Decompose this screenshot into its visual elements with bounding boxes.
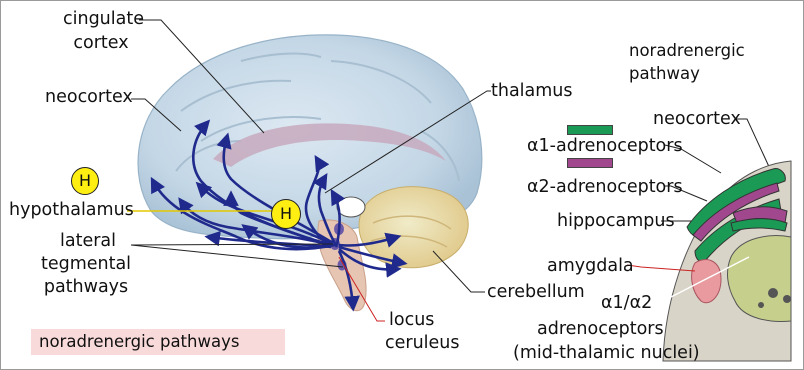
label-thalamus: thalamus (491, 81, 573, 101)
inset-title-noradrenergic: noradrenergic (629, 41, 745, 61)
inset-label-amygdala: amygdala (547, 256, 634, 276)
label-lateral: lateral (45, 231, 131, 251)
hypothalamus-symbol-badge: H (71, 167, 99, 195)
label-locus: locus (389, 310, 434, 330)
label-neocortex: neocortex (45, 87, 133, 107)
inset-label-adrenoceptors: adrenoceptors (537, 319, 664, 339)
inset-label-mid-thalamic: (mid-thalamic nuclei) (513, 343, 700, 363)
label-tegmental: tegmental (37, 254, 135, 274)
hypothalamus-marker-badge: H (271, 199, 301, 229)
thalamus-region (337, 197, 365, 217)
label-cerebellum: cerebellum (487, 282, 585, 302)
inset-title-pathway: pathway (629, 64, 700, 84)
inset-label-alpha12: α1/α2 (601, 293, 652, 313)
inset-label-alpha2: α2-adrenoceptors (527, 177, 683, 197)
inset-label-alpha1: α1-adrenoceptors (527, 136, 683, 156)
label-cingulate: cingulate (63, 9, 139, 29)
inset-label-neocortex: neocortex (653, 109, 741, 129)
alpha2-legend-swatch (567, 158, 613, 168)
figure-caption: noradrenergic pathways (31, 329, 285, 355)
label-pathways: pathways (41, 277, 131, 297)
label-ceruleus: ceruleus (385, 333, 460, 353)
alpha1-legend-swatch (567, 125, 613, 135)
label-cortex: cortex (63, 33, 139, 53)
inset-label-hippocampus: hippocampus (557, 211, 675, 231)
label-hypothalamus: hypothalamus (9, 200, 134, 220)
